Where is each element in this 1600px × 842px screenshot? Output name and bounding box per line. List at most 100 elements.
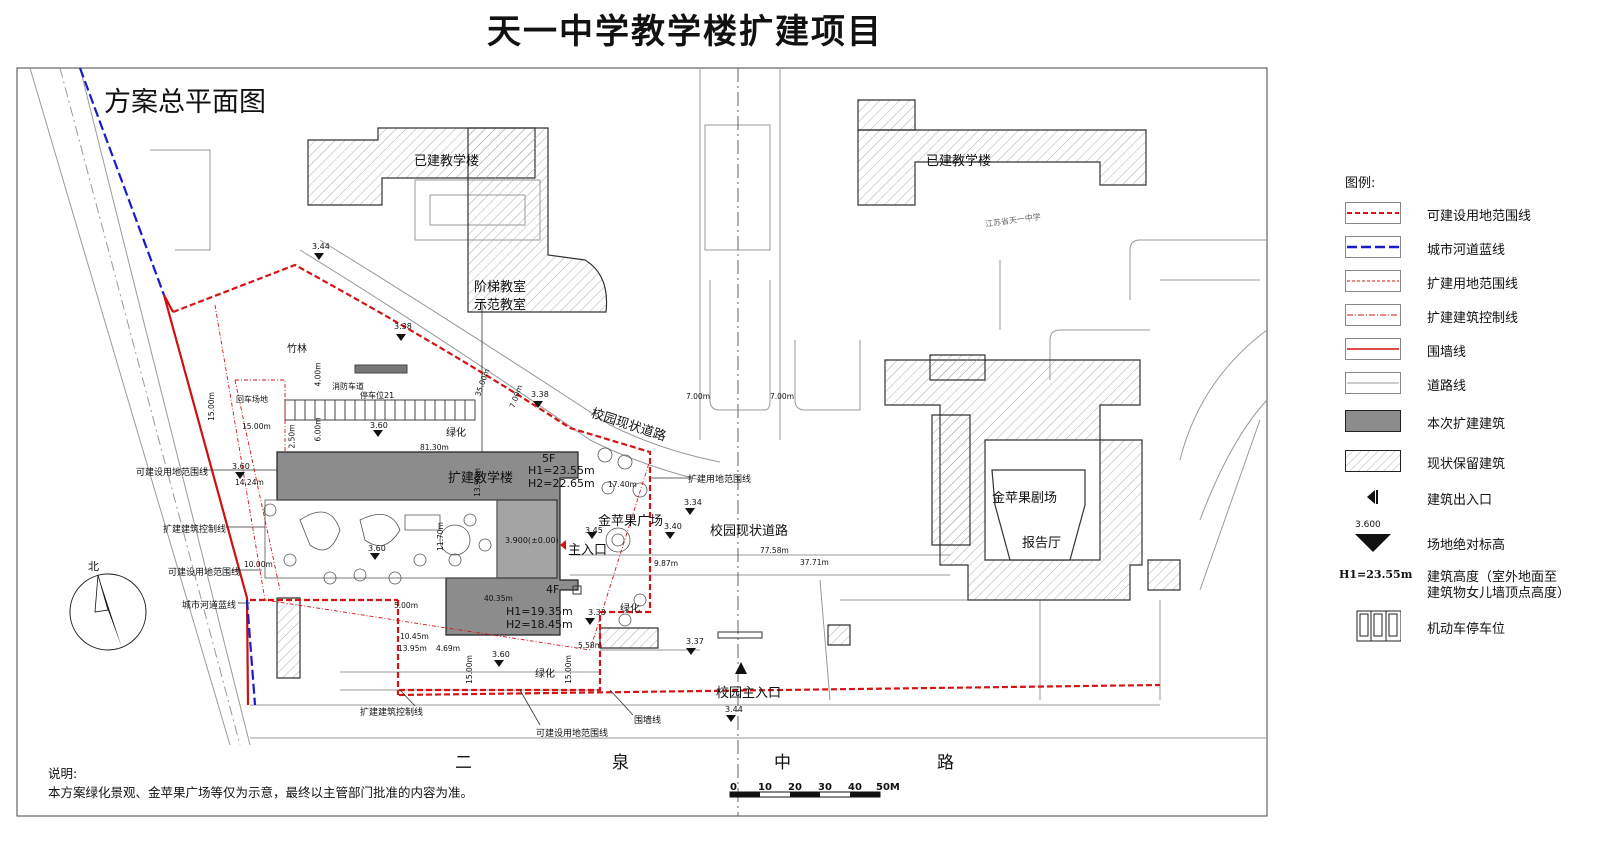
elev-7: 3.34 (684, 498, 702, 507)
label-hall: 报告厅 (1022, 536, 1062, 551)
parking-stall-icon (1356, 610, 1401, 642)
label-lecture-1: 阶梯教室 (474, 280, 527, 295)
legend-item-existing-building: 现状保留建筑 (1345, 450, 1595, 480)
drawing-frame (16, 67, 1268, 817)
wall-line (162, 294, 250, 706)
label-green-2: 绿化 (620, 604, 640, 615)
dim-2: 13.90m (472, 468, 482, 497)
elev-8: 3.45 (585, 526, 603, 535)
label-bamboo: 竹林 (287, 344, 307, 355)
callout-8: 围墙线 (634, 716, 662, 726)
legend-sample: H1=23.55m (1339, 568, 1413, 581)
elev-13: 3.44 (725, 705, 743, 714)
legend-sample: 3.600 (1355, 520, 1381, 530)
label-existing-left: 已建教学楼 (414, 154, 480, 169)
elev-9: 3.40 (664, 522, 682, 531)
dim-15: 15.00m (464, 655, 474, 684)
legend-label: 机动车停车位 (1427, 622, 1506, 637)
legend-label: 可建设用地范围线 (1427, 209, 1532, 224)
north-arrow (69, 573, 147, 651)
label-theater: 金苹果剧场 (992, 491, 1058, 506)
label-plaza: 金苹果广场 (598, 514, 664, 529)
scale-tick-20: 20 (788, 782, 802, 793)
legend-swatch (1345, 450, 1401, 472)
dim-12: 13.95m (398, 644, 427, 653)
elev-11: 3.33 (588, 608, 606, 617)
floors-top: 5F (542, 452, 556, 465)
height-h2-top: H2=22.65m (528, 477, 595, 490)
dim-11: 10.45m (400, 632, 429, 641)
river-blue-line (78, 67, 166, 296)
elevation-markers (235, 253, 736, 722)
dim-16: 15.00m (563, 655, 573, 684)
legend-label: 城市河道蓝线 (1427, 243, 1506, 258)
callout-6: 扩建建筑控制线 (360, 708, 424, 718)
legend-label-2: 建筑物女儿墙顶点高度） (1427, 586, 1571, 601)
legend-label: 建筑高度（室外地面至 (1427, 570, 1558, 585)
legend-item-river: 城市河道蓝线 (1345, 236, 1595, 266)
scale-bar: 0 10 20 30 40 50M (728, 782, 918, 806)
label-campus-road-2: 校园现状道路 (710, 524, 789, 539)
legend-label: 本次扩建建筑 (1427, 417, 1506, 432)
dim-7: 77.58m (760, 546, 789, 555)
scale-tick-30: 30 (818, 782, 832, 793)
dim-3: 17.40m (608, 480, 637, 489)
building-existing-right (857, 129, 1147, 206)
label-expansion: 扩建教学楼 (448, 471, 514, 486)
label-lecture-2: 示范教室 (474, 298, 527, 313)
road-char-3: 中 (774, 753, 791, 773)
legend-swatch (1345, 202, 1401, 224)
boundary-lines (162, 263, 1161, 706)
dim-22: 4.00m (313, 362, 323, 387)
legend-label: 现状保留建筑 (1427, 457, 1506, 472)
legend-swatch (1345, 338, 1401, 360)
page-title: 天一中学教学楼扩建项目 (487, 12, 883, 52)
floor-level: 3.900(±0.00) (505, 536, 559, 545)
label-main-entry: 主入口 (568, 543, 608, 558)
legend-item-wall: 围墙线 (1345, 338, 1595, 368)
legend-label: 场地绝对标高 (1427, 538, 1506, 553)
dim-5: 10.00m (244, 560, 273, 569)
elev-10: 3.37 (686, 637, 704, 646)
legend-item-elevation: 3.600 场地绝对标高 (1345, 520, 1595, 556)
legend-item-entrance: 建筑出入口 (1345, 486, 1595, 516)
elevation-triangle-icon (1355, 534, 1391, 552)
legend-title: 图例: (1345, 176, 1376, 191)
dim-26: 11.70m (435, 522, 445, 551)
legend-label: 道路线 (1427, 379, 1467, 394)
building-lecture-hall (467, 127, 608, 313)
label-parking: 停车位21 (360, 391, 395, 400)
dim-6: 9.87m (654, 559, 679, 568)
dim-19: 15.00m (206, 392, 216, 421)
legend-label: 扩建用地范围线 (1427, 277, 1519, 292)
road-char-1: 二 (455, 753, 472, 773)
legend-item-control-line: 扩建建筑控制线 (1345, 304, 1595, 334)
label-fire-lane: 消防车道 (332, 382, 364, 391)
dim-9: 40.35m (484, 594, 513, 603)
elev-12: 3.60 (492, 650, 510, 659)
legend-swatch (1345, 372, 1401, 394)
height-h1-top: H1=23.55m (528, 464, 595, 477)
elev-3: 3.38 (531, 390, 549, 399)
label-green-1: 绿化 (446, 428, 466, 439)
legend-item-expansion-site: 扩建用地范围线 (1345, 270, 1595, 300)
landscape-trees (263, 447, 648, 627)
legend-item-parking: 机动车停车位 (1345, 610, 1595, 644)
dim-8: 37.71m (800, 558, 829, 567)
dim-25: 2.50m (287, 424, 297, 449)
callout-leaders (204, 300, 690, 726)
elev-5: 3.60 (232, 462, 250, 471)
legend-swatch (1345, 410, 1401, 432)
elev-4: 3.60 (370, 421, 388, 430)
callout-7: 可建设用地范围线 (536, 729, 609, 739)
dim-17: 7.00m (686, 392, 711, 401)
label-turning: 回车场地 (236, 395, 268, 404)
scale-tick-50: 50M (876, 782, 900, 793)
callout-5: 扩建用地范围线 (688, 475, 752, 485)
notes-text: 本方案绿化景观、金苹果广场等仅为示意，最终以主管部门批准的内容为准。 (48, 785, 474, 800)
label-green-3: 绿化 (535, 669, 555, 680)
entrance-arrow-icon (1367, 490, 1378, 504)
elev-6: 3.60 (368, 544, 386, 553)
gate-arrow (735, 662, 747, 674)
dim-4: 14.24m (235, 478, 264, 487)
